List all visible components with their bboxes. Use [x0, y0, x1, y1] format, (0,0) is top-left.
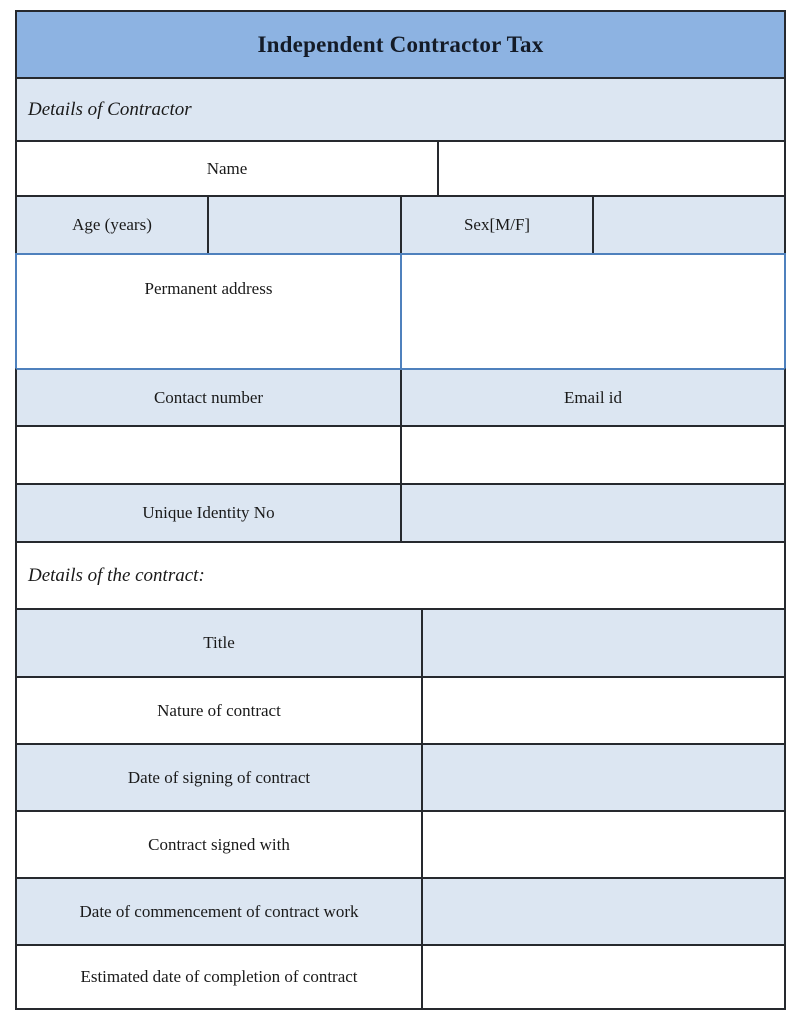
estimated-completion-input-cell[interactable] [423, 946, 784, 1008]
contact-email-input-row [15, 425, 786, 483]
independent-contractor-tax-form: Independent Contractor Tax Details of Co… [15, 10, 786, 1010]
section-heading-contractor: Details of Contractor [28, 98, 192, 120]
name-label: Name [17, 142, 439, 195]
section-heading-contract: Details of the contract: [28, 564, 205, 586]
contract-title-row: Title [15, 608, 786, 676]
sex-input-cell[interactable] [594, 197, 784, 253]
unique-identity-label: Unique Identity No [17, 485, 402, 541]
nature-of-contract-input-cell[interactable] [423, 678, 784, 743]
contract-title-input-cell[interactable] [423, 610, 784, 676]
section-contractor-heading-row: Details of Contractor [15, 77, 786, 140]
contract-signed-with-label: Contract signed with [17, 812, 423, 877]
estimated-completion-row: Estimated date of completion of contract [15, 944, 786, 1010]
email-id-label: Email id [563, 387, 623, 407]
contract-signed-with-row: Contract signed with [15, 810, 786, 877]
nature-of-contract-row: Nature of contract [15, 676, 786, 743]
form-title: Independent Contractor Tax [257, 31, 544, 57]
form-title-bar: Independent Contractor Tax [15, 10, 786, 77]
contact-email-label-row: Contact number Email id [15, 368, 786, 425]
permanent-address-row: Permanent address [15, 253, 786, 368]
email-id-input-cell[interactable] [402, 427, 784, 483]
estimated-completion-label: Estimated date of completion of contract [17, 946, 423, 1008]
unique-identity-row: Unique Identity No [15, 483, 786, 541]
date-of-signing-label: Date of signing of contract [17, 745, 423, 810]
nature-of-contract-label: Nature of contract [17, 678, 423, 743]
name-row: Name [15, 140, 786, 195]
section-contract-heading-row: Details of the contract: [15, 541, 786, 608]
date-of-signing-row: Date of signing of contract [15, 743, 786, 810]
age-label: Age (years) [17, 197, 209, 253]
sex-label: Sex[M/F] [402, 197, 594, 253]
date-of-commencement-row: Date of commencement of contract work [15, 877, 786, 944]
date-of-signing-input-cell[interactable] [423, 745, 784, 810]
contact-number-label: Contact number [17, 370, 402, 425]
date-of-commencement-label: Date of commencement of contract work [17, 879, 423, 944]
age-input-cell[interactable] [209, 197, 402, 253]
unique-identity-input-cell[interactable] [402, 485, 784, 541]
contact-number-input-cell[interactable] [17, 427, 402, 483]
contract-title-label: Title [17, 610, 423, 676]
age-sex-row: Age (years) Sex[M/F] [15, 195, 786, 253]
permanent-address-input-cell[interactable] [402, 255, 784, 368]
permanent-address-label: Permanent address [17, 255, 402, 368]
date-of-commencement-input-cell[interactable] [423, 879, 784, 944]
name-input-cell[interactable] [439, 142, 784, 195]
contract-signed-with-input-cell[interactable] [423, 812, 784, 877]
